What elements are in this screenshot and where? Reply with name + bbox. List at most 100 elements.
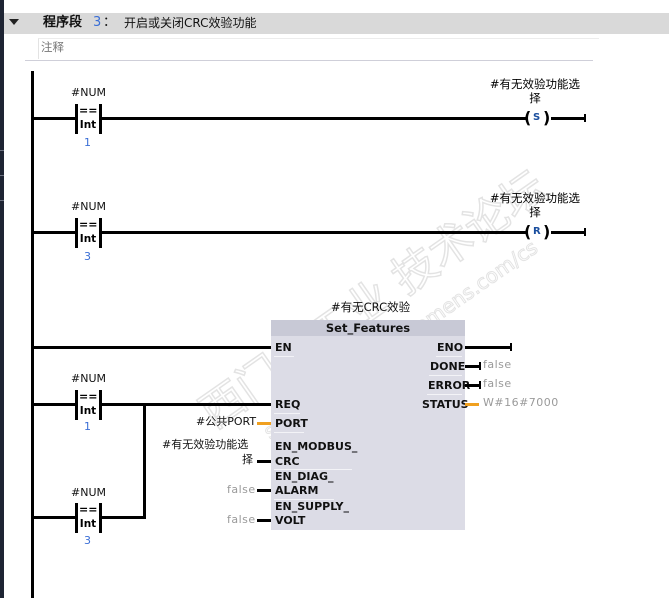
strip-tick — [0, 175, 4, 176]
pin-port[interactable]: PORT — [275, 417, 308, 430]
wire — [551, 231, 585, 234]
pin-underline — [274, 469, 352, 470]
port-actual[interactable]: #公共PORT — [196, 415, 257, 428]
compare-value[interactable]: 3 — [84, 534, 91, 547]
wire — [101, 516, 146, 519]
coil-right-paren: ) — [543, 108, 551, 127]
compare-operator: == — [79, 390, 98, 403]
pin-underline — [274, 356, 294, 357]
pin-underline — [274, 413, 300, 414]
req-wire — [101, 403, 271, 406]
modbus-crc-actual-line1[interactable]: #有无效验功能选 — [162, 438, 249, 451]
wire — [34, 516, 76, 519]
pin-underline — [274, 499, 334, 500]
pin-underline — [274, 432, 304, 433]
wire — [551, 117, 585, 120]
compare-contact[interactable]: == Int — [75, 218, 102, 248]
wire-end — [479, 362, 481, 370]
port-wire — [257, 422, 271, 425]
compare-type: Int — [79, 405, 97, 417]
pin-underline — [436, 356, 462, 357]
or-branch-wire — [143, 403, 146, 519]
done-value[interactable]: false — [483, 358, 512, 371]
compare-contact[interactable]: == Int — [75, 390, 102, 420]
network-header — [4, 13, 669, 34]
diag-alarm-value[interactable]: false — [227, 483, 256, 496]
wire-end — [584, 228, 586, 236]
strip-tick — [0, 150, 4, 151]
contact-operand[interactable]: #NUM — [71, 486, 106, 499]
contact-operand[interactable]: #NUM — [71, 200, 106, 213]
function-block[interactable] — [271, 320, 465, 530]
pin-eno[interactable]: ENO — [437, 341, 464, 354]
compare-type: Int — [79, 518, 97, 530]
pin-en-modbus-crc-line2[interactable]: CRC — [275, 455, 300, 468]
compare-value[interactable]: 1 — [84, 420, 91, 433]
compare-value[interactable]: 1 — [84, 136, 91, 149]
wire-end — [510, 343, 512, 351]
compare-type: Int — [79, 233, 97, 245]
status-value[interactable]: W#16#7000 — [483, 396, 559, 409]
wire — [34, 231, 76, 234]
reset-coil-type[interactable]: R — [533, 226, 541, 237]
modbus-crc-wire — [257, 460, 271, 463]
strip-tick — [0, 200, 4, 201]
set-coil-type[interactable]: S — [533, 112, 541, 123]
coil-left-paren: ( — [524, 222, 532, 241]
pin-underline — [429, 375, 462, 376]
en-wire — [34, 346, 271, 349]
pin-en-supply-volt-line1[interactable]: EN_SUPPLY_ — [275, 500, 349, 513]
supply-volt-wire — [257, 519, 271, 522]
pin-underline — [427, 394, 462, 395]
pin-en-supply-volt-line2[interactable]: VOLT — [275, 514, 306, 527]
pin-error[interactable]: ERROR — [428, 379, 471, 392]
network-colon: ： — [103, 15, 117, 30]
compare-type: Int — [79, 119, 97, 131]
compare-value[interactable]: 3 — [84, 250, 91, 263]
modbus-crc-actual-line2[interactable]: 择 — [242, 453, 253, 466]
pin-en-diag-alarm-line2[interactable]: ALARM — [275, 484, 319, 497]
pin-status[interactable]: STATUS — [422, 398, 469, 411]
wire-end — [479, 381, 481, 389]
coil-left-paren: ( — [524, 108, 532, 127]
compare-contact[interactable]: == Int — [75, 503, 102, 533]
done-wire — [465, 365, 480, 368]
wire — [101, 231, 526, 234]
pin-done[interactable]: DONE — [430, 360, 466, 373]
pin-req[interactable]: REQ — [275, 398, 301, 411]
coil-operand[interactable]: #有无效验功能选择 — [489, 77, 581, 105]
compare-operator: == — [79, 104, 98, 117]
power-rail — [31, 71, 34, 598]
error-value[interactable]: false — [483, 377, 512, 390]
wire — [34, 403, 76, 406]
network-title[interactable]: 开启或关闭CRC效验功能 — [124, 16, 257, 30]
comment-divider — [25, 60, 593, 61]
function-block-name[interactable]: Set_Features — [325, 321, 411, 335]
error-wire — [465, 384, 480, 387]
editor-left-strip — [0, 0, 4, 598]
supply-volt-value[interactable]: false — [227, 513, 256, 526]
network-number: 3 — [93, 15, 102, 30]
contact-operand[interactable]: #NUM — [71, 86, 106, 99]
diag-alarm-wire — [257, 489, 271, 492]
compare-contact[interactable]: == Int — [75, 104, 102, 134]
pin-en[interactable]: EN — [275, 341, 292, 354]
contact-operand[interactable]: #NUM — [71, 372, 106, 385]
compare-operator: == — [79, 503, 98, 516]
coil-right-paren: ) — [543, 222, 551, 241]
compare-operator: == — [79, 218, 98, 231]
coil-operand[interactable]: #有无效验功能选择 — [489, 191, 581, 219]
pin-en-diag-alarm-line1[interactable]: EN_DIAG_ — [275, 470, 334, 483]
network-label: 程序段 — [43, 15, 83, 30]
wire-end — [584, 114, 586, 122]
wire — [34, 117, 76, 120]
pin-en-modbus-crc-line1[interactable]: EN_MODBUS_ — [275, 440, 358, 453]
network-comment-field[interactable] — [38, 38, 599, 59]
collapse-triangle-icon[interactable] — [9, 19, 19, 25]
eno-wire — [465, 346, 512, 349]
status-wire — [465, 403, 479, 406]
network-comment-placeholder[interactable]: 注释 — [41, 40, 64, 54]
fb-instance-name[interactable]: #有无CRC效验 — [331, 300, 411, 314]
function-block-header — [271, 320, 465, 336]
wire — [101, 117, 526, 120]
